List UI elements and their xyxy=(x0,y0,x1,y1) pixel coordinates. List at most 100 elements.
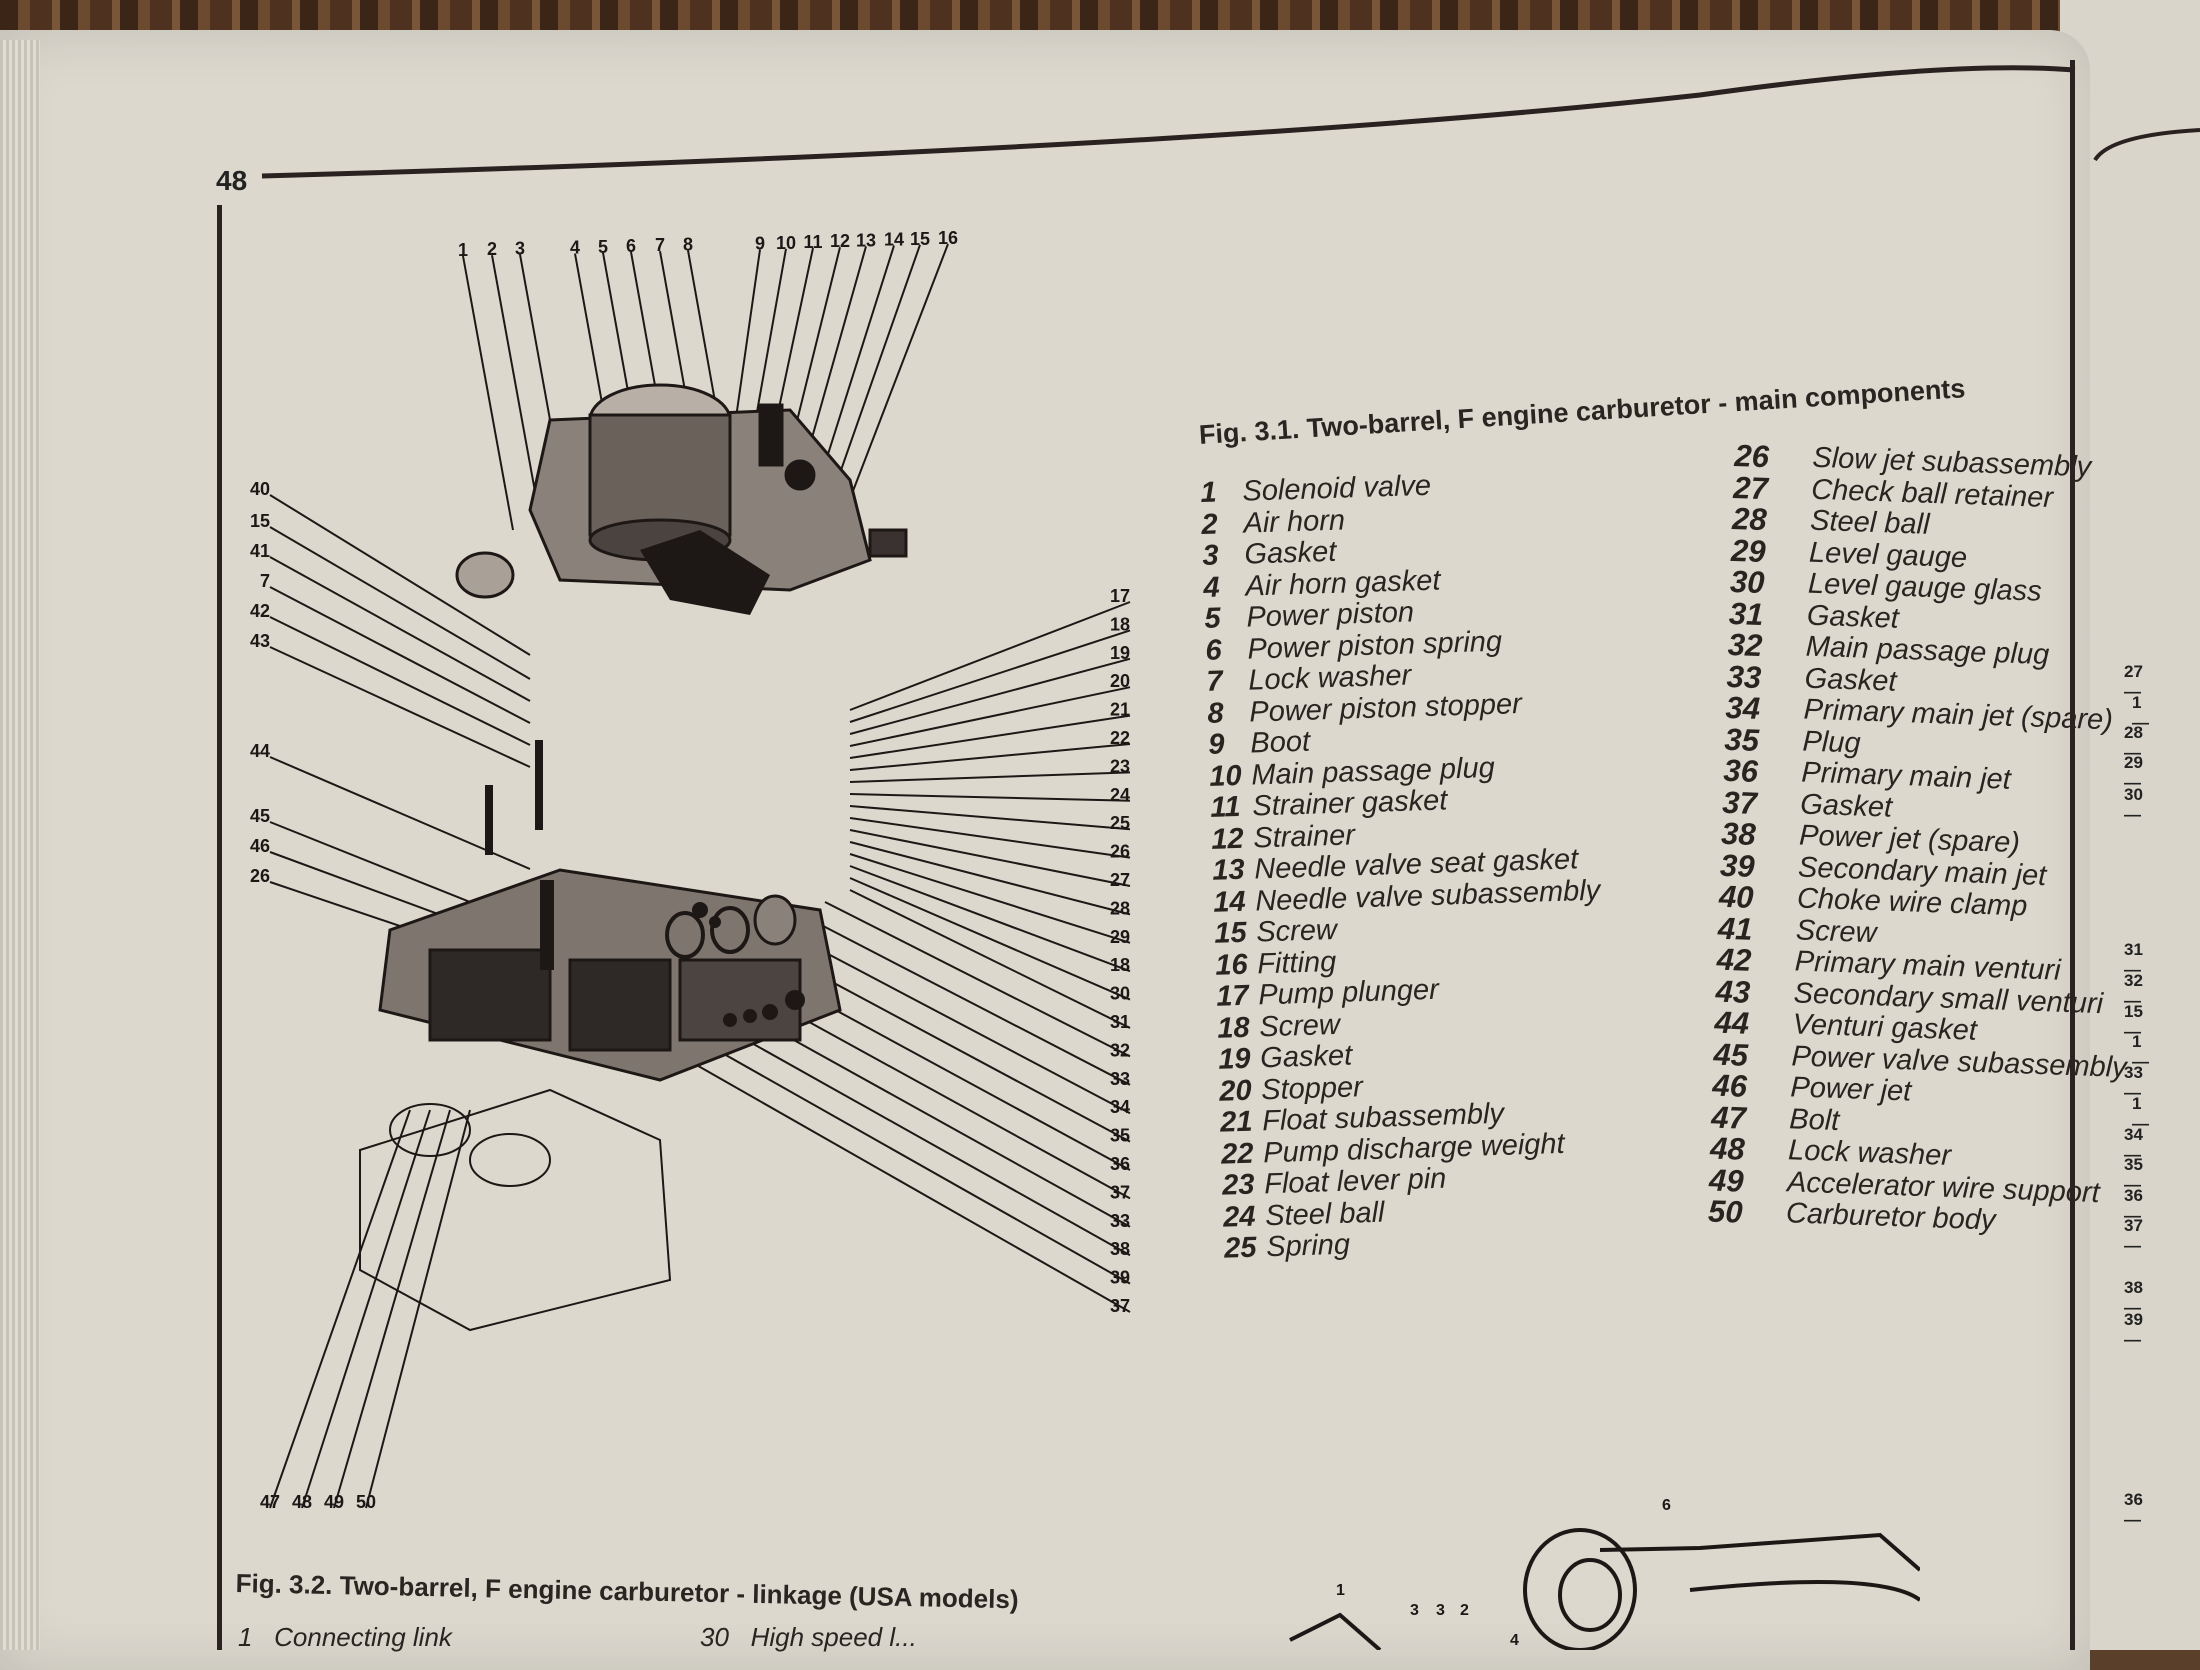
part-number: 2 xyxy=(1200,507,1219,541)
part-name: Steel ball xyxy=(1809,504,1931,541)
callout-label: 34 xyxy=(1110,1097,1130,1117)
part-name: Steel ball xyxy=(1264,1196,1385,1232)
callout-label: 11 xyxy=(803,232,822,252)
leader-line xyxy=(837,243,949,531)
part-number: 8 xyxy=(1206,696,1225,730)
part-number: 34 xyxy=(1725,689,1761,727)
callout-label: 28 xyxy=(1110,898,1130,918)
leader-line xyxy=(269,1109,411,1509)
leader-line xyxy=(849,657,1131,735)
leader-line xyxy=(849,841,1131,916)
leader-line xyxy=(849,805,1131,831)
linkage-callout: 1 xyxy=(1336,1582,1345,1599)
facing-page-callout: 28— xyxy=(2124,723,2143,762)
part-number: 1 xyxy=(238,1622,253,1652)
part-name: Solenoid valve xyxy=(1241,469,1432,508)
callout-label: 44 xyxy=(250,741,270,761)
callout-label: 26 xyxy=(1110,842,1130,862)
leader-line xyxy=(849,714,1131,759)
figure-3-2-item: 1 Connecting link xyxy=(238,1622,452,1653)
leader-line xyxy=(824,901,1131,1058)
part-number: 24 xyxy=(1222,1200,1256,1234)
part-number: 4 xyxy=(1202,570,1221,604)
linkage-callout: 3 xyxy=(1436,1602,1445,1619)
part-number: 50 xyxy=(1707,1193,1744,1230)
part-number: 46 xyxy=(1711,1067,1748,1104)
part-name: Fitting xyxy=(1256,945,1337,980)
part-number: 6 xyxy=(1204,633,1223,667)
callout-label: 50 xyxy=(356,1492,376,1512)
part-number: 11 xyxy=(1209,790,1241,824)
leader-line xyxy=(849,601,1131,711)
callout-label: 20 xyxy=(1110,671,1130,691)
part-name: Spring xyxy=(1265,1228,1351,1264)
part-name: Gasket xyxy=(1243,535,1337,571)
linkage-diagram: 1 3 3 2 4 6 xyxy=(1289,1497,1920,1650)
part-name: Screw xyxy=(1255,913,1338,949)
facing-page-callout: 36— xyxy=(2124,1490,2143,1529)
leader-line xyxy=(269,526,531,680)
part-number: 20 xyxy=(1218,1074,1253,1108)
part-number: 19 xyxy=(1217,1042,1252,1076)
part-number: 22 xyxy=(1220,1137,1255,1171)
callout-label: 26 xyxy=(250,866,270,886)
callout-label: 49 xyxy=(324,1492,344,1512)
callout-label: 7 xyxy=(655,235,665,255)
callout-label: 32 xyxy=(1110,1040,1130,1060)
callout-label: 40 xyxy=(250,479,270,499)
part-name: Pump plunger xyxy=(1257,973,1440,1012)
callout-label: 17 xyxy=(1110,586,1130,606)
part-name: Gasket xyxy=(1799,788,1893,824)
part-number: 38 xyxy=(1720,815,1757,852)
facing-page-callout: 1— xyxy=(2132,693,2149,732)
callout-label: 47 xyxy=(260,1492,280,1512)
part-name: Air horn xyxy=(1242,503,1346,540)
part-name: Gasket xyxy=(1804,662,1898,698)
part-name: Connecting link xyxy=(274,1622,452,1652)
callout-label: 36 xyxy=(1110,1154,1130,1174)
part-name: Gasket xyxy=(1806,599,1900,635)
figure-3-2-item: 30 High speed l... xyxy=(700,1622,917,1653)
part-number: 12 xyxy=(1210,822,1245,856)
leader-line xyxy=(849,889,1131,1029)
leader-line xyxy=(849,817,1131,859)
leader-line xyxy=(269,646,531,768)
part-name: Power jet xyxy=(1789,1071,1912,1108)
leader-line xyxy=(849,793,1131,802)
callout-label: 27 xyxy=(1110,870,1130,890)
callout-label: 15 xyxy=(910,230,930,249)
part-number: 48 xyxy=(1709,1130,1746,1167)
part-name: Strainer xyxy=(1252,818,1356,854)
callout-label: 1 xyxy=(458,240,468,260)
leader-line xyxy=(333,1109,451,1509)
leader-line xyxy=(849,853,1131,944)
leader-line xyxy=(269,586,531,724)
callout-label: 30 xyxy=(1110,984,1130,1004)
callout-label: 35 xyxy=(1110,1126,1130,1146)
callout-label: 9 xyxy=(755,234,765,254)
part-number: 26 xyxy=(1733,438,1770,475)
leader-line xyxy=(849,629,1131,723)
leader-line xyxy=(269,616,531,746)
facing-page-callout: 32— xyxy=(2124,971,2143,1010)
facing-page-callout: 39— xyxy=(2124,1310,2143,1349)
callout-label: 18 xyxy=(1110,614,1130,634)
callout-label: 42 xyxy=(250,601,270,621)
part-name: Float lever pin xyxy=(1263,1162,1447,1201)
leader-line xyxy=(301,1109,431,1509)
part-name: Screw xyxy=(1258,1008,1341,1043)
facing-page-callout: 1— xyxy=(2132,1094,2149,1133)
part-name: Gasket xyxy=(1259,1039,1353,1075)
leader-line xyxy=(849,743,1131,771)
callout-label: 23 xyxy=(1110,756,1130,776)
linkage-callout: 6 xyxy=(1662,1497,1671,1514)
callout-label: 18 xyxy=(1110,955,1130,975)
leader-line xyxy=(849,865,1131,973)
facing-page-callout: 33— xyxy=(2124,1063,2143,1102)
callout-label: 29 xyxy=(1110,927,1130,947)
leader-line xyxy=(774,925,1131,1115)
